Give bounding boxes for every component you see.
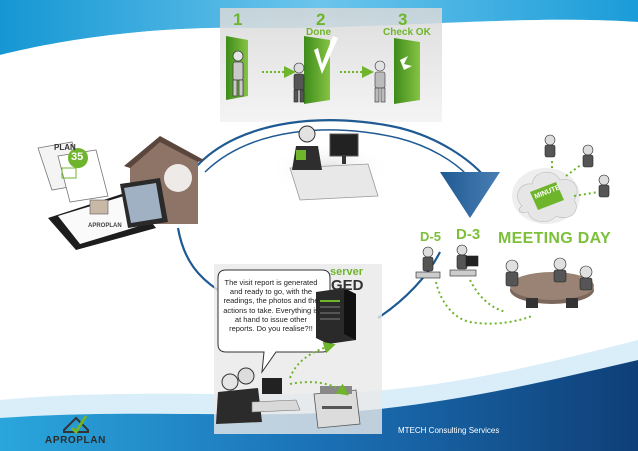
- minute-recipients: [544, 134, 610, 198]
- step3-light-burst: [400, 56, 412, 70]
- bottom-wave-band: [0, 360, 638, 451]
- meeting-flow-dots-left: [435, 281, 533, 325]
- meeting-table: [510, 272, 594, 304]
- ged-label: GED: [331, 277, 364, 294]
- step1-worker-figure: [232, 50, 244, 97]
- minute-document: [530, 182, 564, 210]
- d5-worker: [415, 246, 441, 279]
- step3-label: Check OK: [383, 27, 431, 38]
- server-link-dots-2: [289, 381, 349, 396]
- server-label: server: [330, 266, 364, 278]
- step2-door: [304, 36, 330, 104]
- team-at-computer: [216, 367, 301, 424]
- minute-link-dots: [551, 158, 599, 197]
- step3-number: 3: [398, 10, 408, 29]
- d3-worker: [449, 244, 479, 277]
- meeting-chairs: [526, 298, 578, 308]
- step2-worker-figure: [293, 62, 305, 103]
- office-desk-scene: [270, 125, 390, 201]
- report-bubble-text: The visit report is generated and ready …: [223, 278, 319, 334]
- plan-number: 35: [71, 151, 84, 163]
- top-wave-highlight: [0, 19, 638, 62]
- flow-arc-bottom: [377, 251, 441, 319]
- server-tower: [316, 288, 356, 344]
- meeting-participants: [505, 257, 593, 291]
- step3-door: [394, 38, 420, 104]
- footer-credit: MTECH Consulting Services: [398, 426, 500, 435]
- flow-arc-top-inner: [204, 129, 469, 177]
- flow-arc-left: [176, 227, 219, 291]
- printer-copier: [313, 386, 361, 429]
- tablet-brand-label: APROPLAN: [88, 223, 122, 229]
- meeting-flow-dots-right: [469, 279, 507, 313]
- d3-label: D-3: [456, 226, 481, 243]
- step1-number: 1: [233, 10, 243, 29]
- plan-number-badge: [68, 148, 88, 168]
- speech-bubble: [217, 269, 331, 374]
- aproplan-brand-name: APROPLAN: [45, 435, 106, 446]
- d5-label: D-5: [420, 229, 441, 244]
- step2-number: 2: [316, 10, 326, 29]
- aproplan-logo-icon: [63, 415, 89, 435]
- flow-arc-top: [194, 119, 485, 177]
- tablet-device: [48, 178, 168, 250]
- meeting-day-title: MEETING DAY: [498, 230, 611, 247]
- plan-label: PLAN: [54, 143, 76, 152]
- step2-checkmark-icon: [314, 36, 338, 74]
- flow-arrow-head-right: [440, 172, 500, 218]
- step2-label: Done: [306, 27, 331, 38]
- step3-worker-figure: [374, 60, 386, 103]
